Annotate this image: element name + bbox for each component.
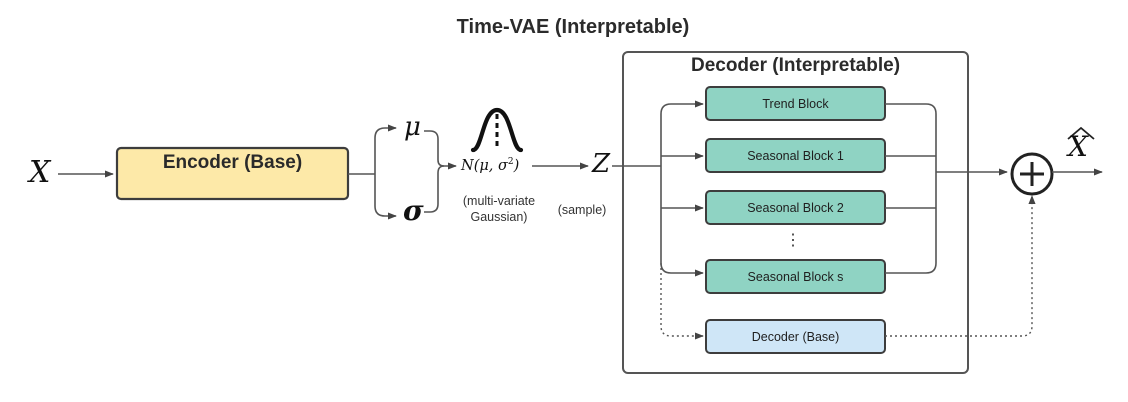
gaussian-bell-icon	[470, 107, 524, 153]
diagram-title-text: Time-VAE (Interpretable)	[456, 16, 690, 38]
seasonal-block-2-label: Seasonal Block 2	[747, 200, 844, 215]
dotted-to-base	[660, 263, 704, 340]
distribution-label-prefix: N(μ, σ	[461, 157, 508, 174]
mu-to-dist	[424, 130, 457, 170]
diagram-title: Time-VAE (Interpretable)	[0, 16, 1128, 39]
latent-z-label: Z	[592, 149, 611, 179]
seasonal-block-s-label: Seasonal Block s	[747, 269, 844, 284]
fanout-trunk	[660, 103, 672, 274]
seasonal-block-s-box	[705, 259, 886, 294]
dotted-base-to-sum	[885, 195, 1036, 337]
distribution-label-suffix: )	[513, 157, 520, 174]
brace-to-sigma	[374, 174, 397, 220]
plus-circle-icon	[1010, 152, 1054, 196]
distribution-label-superscript: 2	[507, 157, 514, 167]
merge-trunk	[885, 103, 937, 274]
output-x-label: X	[1068, 130, 1088, 163]
sigma-to-dist	[424, 165, 445, 213]
mu-label: μ	[404, 112, 421, 142]
brace-to-mu	[374, 124, 397, 174]
distribution-label: N(μ, σ2)	[461, 157, 519, 174]
blocks-ellipsis: ⋮	[785, 232, 801, 249]
distribution-note: (multi-variate Gaussian)	[450, 193, 548, 225]
distribution-note-line2: Gaussian)	[470, 210, 528, 224]
sigma-label: σ	[403, 194, 424, 227]
distribution-note-line1: (multi-variate	[462, 194, 536, 208]
trend-block-label: Trend Block	[762, 96, 829, 111]
decoder-title: Decoder (Interpretable)	[690, 55, 901, 76]
sample-note: (sample)	[557, 203, 607, 217]
seasonal-block-1-label: Seasonal Block 1	[747, 148, 844, 163]
decoder-base-label: Decoder (Base)	[751, 329, 840, 344]
encoder-label: Encoder (Base)	[162, 152, 303, 173]
output-hat-accent	[1067, 126, 1095, 140]
input-x-label: X	[29, 155, 51, 190]
